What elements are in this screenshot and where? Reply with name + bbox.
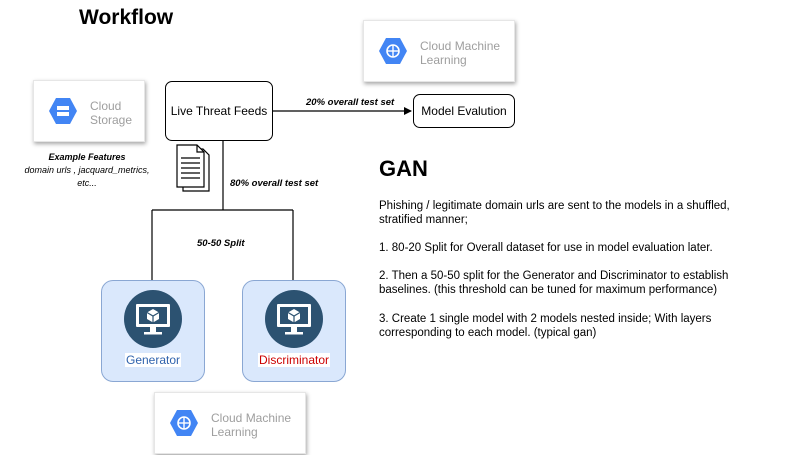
edge-label-50-split: 50-50 Split [197,238,245,249]
generator-node: Generator [101,280,205,382]
document-stack-icon [176,144,210,192]
example-features-title: Example Features [48,152,126,162]
hexagon-storage-icon [49,98,77,124]
gan-heading: GAN [379,156,428,181]
example-features: Example Features domain urls , jacquard_… [12,151,162,190]
generator-label: Generator [124,353,182,367]
cloud-storage-card: Cloud Storage [33,80,145,142]
discriminator-label: Discriminator [257,353,330,367]
example-features-line2: etc... [77,178,97,188]
cloud-ml-label-top: Cloud Machine Learning [420,39,501,67]
cloud-storage-label: Cloud Storage [90,99,133,127]
gan-paragraph-3: 2. Then a 50-50 split for the Generator … [379,270,729,296]
gan-paragraph-2: 1. 80-20 Split for Overall dataset for u… [379,242,713,254]
page-title: Workflow [79,6,174,29]
cloud-ml-card-top: Cloud Machine Learning [363,20,515,82]
cloud-ml-label-bottom: Cloud Machine Learning [211,411,292,439]
monitor-cube-icon [265,290,323,348]
gan-paragraph-1: Phishing / legitimate domain urls are se… [379,200,730,226]
cloud-ml-card-bottom: Cloud Machine Learning [154,392,306,454]
monitor-cube-icon [124,290,182,348]
model-evaluation-node: Model Evalution [413,94,515,128]
live-threat-feeds-node: Live Threat Feeds [165,81,273,141]
discriminator-node: Discriminator [242,280,346,382]
gan-paragraph-4: 3. Create 1 single model with 2 models n… [379,313,712,339]
example-features-line1: domain urls , jacquard_metrics, [24,165,150,175]
hexagon-brain-icon [170,410,198,436]
edge-label-20-test: 20% overall test set [306,97,395,108]
edge-label-80-test: 80% overall test set [230,178,319,189]
hexagon-brain-icon [379,38,407,64]
